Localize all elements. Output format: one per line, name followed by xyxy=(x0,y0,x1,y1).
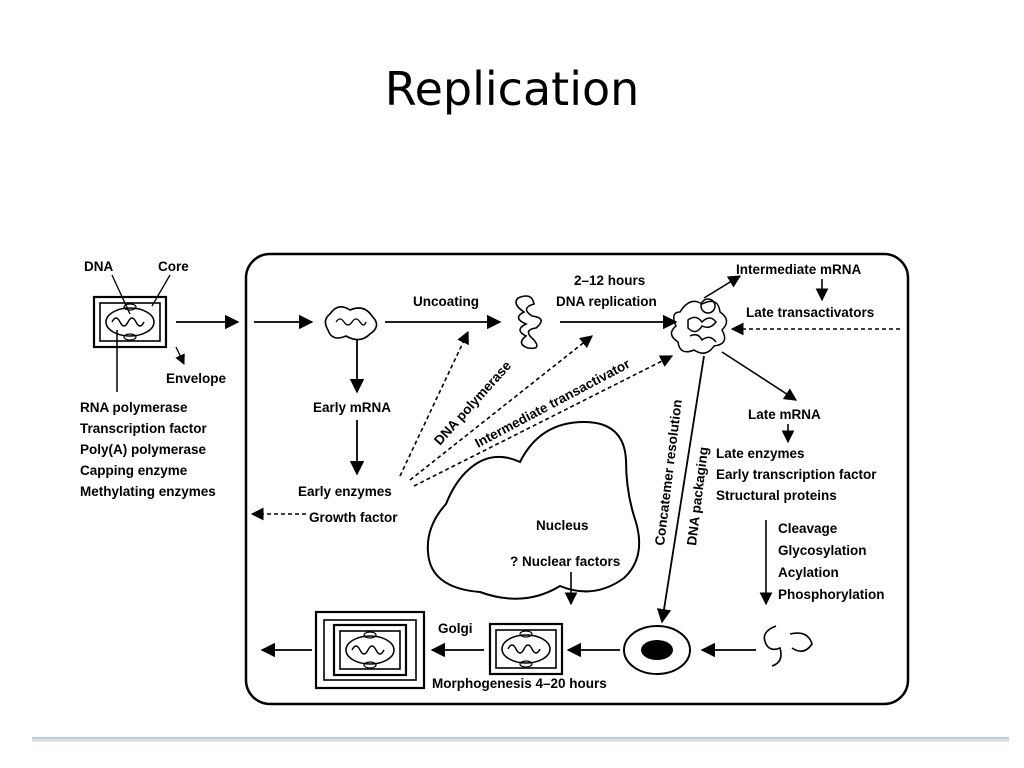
acylation-label: Acylation xyxy=(778,565,839,580)
envelope-label: Envelope xyxy=(166,371,227,386)
footer-rule xyxy=(32,737,1009,742)
cleavage-label: Cleavage xyxy=(778,521,838,536)
immature-virion-icon xyxy=(623,625,691,675)
intermediate-mrna-label: Intermediate mRNA xyxy=(736,262,862,277)
structural-proteins-label: Structural proteins xyxy=(716,488,837,503)
golgi-label: Golgi xyxy=(438,621,473,636)
replicating-dna-icon xyxy=(670,298,728,354)
protein-fragments-icon xyxy=(763,625,813,667)
poly-a-polymerase-label: Poly(A) polymerase xyxy=(80,442,207,457)
core-icon xyxy=(324,306,378,341)
glycosylation-label: Glycosylation xyxy=(778,543,867,558)
nucleus-label: Nucleus xyxy=(536,518,589,533)
early-enzymes-label: Early enzymes xyxy=(298,484,392,499)
early-transcription-factor-label: Early transcription factor xyxy=(716,467,877,482)
dna-replication-label: DNA replication xyxy=(556,294,657,309)
late-enzymes-label: Late enzymes xyxy=(716,446,805,461)
uncoated-dna-icon xyxy=(515,295,542,350)
nuclear-factors-label: ? Nuclear factors xyxy=(510,554,620,569)
cell-boundary xyxy=(244,252,910,706)
nucleus-shape xyxy=(426,420,641,600)
methylating-enzymes-label: Methylating enzymes xyxy=(80,484,216,499)
rna-polymerase-label: RNA polymerase xyxy=(80,400,188,415)
dna-label: DNA xyxy=(84,259,113,274)
concatemer-resolution-label: Concatemer resolution xyxy=(652,399,685,547)
virion-icon xyxy=(92,295,168,349)
growth-factor-label: Growth factor xyxy=(309,510,398,525)
enveloped-virion-icon xyxy=(314,610,426,690)
capping-enzyme-label: Capping enzyme xyxy=(80,463,188,478)
core-label: Core xyxy=(158,259,189,274)
early-mrna-label: Early mRNA xyxy=(313,400,391,415)
hours-2-12-label: 2–12 hours xyxy=(574,273,645,288)
slide-title: Replication xyxy=(384,62,640,116)
phosphorylation-label: Phosphorylation xyxy=(778,587,885,602)
morphogenesis-label: Morphogenesis 4–20 hours xyxy=(432,676,607,691)
transcription-factor-label: Transcription factor xyxy=(80,421,208,436)
late-mrna-label: Late mRNA xyxy=(748,407,821,422)
mature-virion-icon xyxy=(488,622,564,676)
uncoating-label: Uncoating xyxy=(413,294,479,309)
late-transactivators-label: Late transactivators xyxy=(746,305,874,320)
